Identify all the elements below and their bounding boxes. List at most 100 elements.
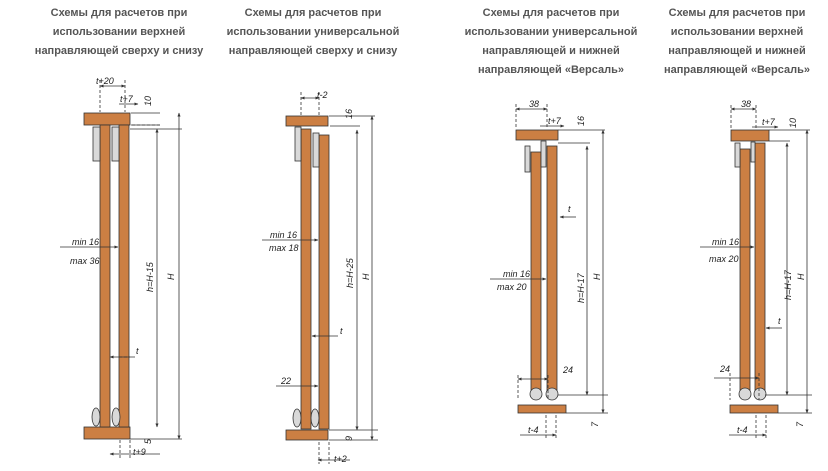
scheme-2-labels: t-2 16 min 16 max 18 h=H-25 H t 22 9 t+2: [269, 90, 371, 464]
dim-label-total-height: H: [796, 273, 806, 280]
dim-label-bottom-offset: t+9: [133, 447, 146, 457]
top-roller: [734, 142, 741, 168]
bottom-wheel: [292, 408, 302, 428]
bottom-wheel: [91, 407, 101, 427]
title-line: Схемы для расчетов при: [668, 7, 806, 19]
top-rail: [730, 129, 770, 142]
bottom-rail: [83, 426, 131, 440]
title-line: Схемы для расчетов при: [244, 7, 382, 19]
door-panel-front: [546, 145, 558, 396]
dim-label-inner-offset: t+7: [120, 94, 134, 104]
bottom-rail: [729, 404, 779, 414]
dim-label-thickness: t: [340, 326, 343, 336]
dim-label-total-height: H: [166, 273, 176, 280]
dim-label-top-offset: t-2: [317, 90, 328, 100]
top-roller: [312, 132, 320, 168]
title-line: использовании верхней: [52, 26, 186, 38]
dim-label-bottom-offset: t-4: [528, 425, 539, 435]
top-rail: [83, 112, 131, 126]
scheme-2-diagram: [262, 92, 378, 464]
dim-label-max: max 36: [70, 256, 100, 266]
door-panel-front: [118, 124, 130, 428]
scheme-4-title: Схемы для расчетов при использовании вер…: [637, 4, 828, 80]
dim-label-min: min 16: [270, 230, 297, 240]
dim-label-max: max 20: [709, 254, 739, 264]
title-line: направляющей сверху и снизу: [34, 45, 204, 57]
top-roller: [524, 145, 531, 173]
title-line: направляющей «Версаль»: [663, 64, 810, 76]
bottom-rail: [517, 404, 567, 414]
title-line: использовании универсальной: [226, 26, 400, 38]
dim-label-panel-height: h=H-17: [576, 272, 586, 303]
dim-label-total-height: H: [592, 273, 602, 280]
scheme-4-diagram: [700, 105, 812, 440]
dim-label-top-width: 38: [529, 99, 539, 109]
top-roller: [111, 126, 120, 162]
dim-label-thickness: t: [778, 316, 781, 326]
dim-label-min: min 16: [72, 237, 99, 247]
bottom-wheel: [529, 387, 543, 401]
dim-label-top-gap: 16: [344, 109, 354, 119]
scheme-3-title: Схемы для расчетов при использовании уни…: [451, 4, 651, 80]
dim-label-max: max 18: [269, 243, 299, 253]
dim-label-bottom-gap: 9: [344, 436, 354, 441]
dim-label-max: max 20: [497, 282, 527, 292]
dim-label-panel-height: h=H-25: [345, 257, 355, 288]
door-panel-front: [318, 134, 330, 430]
dim-label-total-height: H: [361, 273, 371, 280]
dim-label-bottom-width: 24: [719, 364, 730, 374]
dim-label-bottom-gap: 5: [143, 438, 153, 444]
top-roller: [540, 140, 547, 168]
bottom-wheel: [545, 387, 559, 401]
title-line: направляющей «Версаль»: [477, 64, 624, 76]
scheme-1-title: Схемы для расчетов при использовании вер…: [19, 4, 219, 61]
bottom-rail: [285, 429, 329, 441]
door-panel-back: [530, 151, 542, 396]
bottom-wheel: [753, 387, 767, 401]
bottom-wheel: [738, 387, 752, 401]
title-line: направляющей и нижней: [482, 45, 620, 57]
scheme-3-labels: 38 t+7 16 t min 16 max 20 h=H-17 H 24 7 …: [497, 99, 602, 435]
bottom-wheel: [111, 407, 121, 427]
dim-label-bottom-offset: t+2: [334, 454, 347, 464]
dim-label-bottom-width: 24: [562, 365, 573, 375]
dim-label-thickness: t: [568, 204, 571, 214]
title-line: направляющей сверху и снизу: [228, 45, 398, 57]
dim-label-top-offset: t+20: [96, 76, 114, 86]
top-roller: [294, 126, 302, 162]
door-panel-back: [739, 148, 751, 396]
top-roller: [92, 126, 101, 162]
dim-label-panel-height: h=H-17: [783, 269, 793, 300]
scheme-3-diagram: [490, 104, 608, 440]
dim-label-bottom-offset: t-4: [737, 425, 748, 435]
dim-label-min: min 16: [503, 269, 530, 279]
dim-label-top-width: 38: [741, 99, 751, 109]
bottom-wheel: [310, 408, 320, 428]
scheme-1-labels: t+20 t+7 10 min 16 max 36 h=H-15 H t 5 t…: [70, 76, 176, 457]
top-rail: [285, 115, 329, 127]
title-line: использовании верхней: [670, 26, 804, 38]
title-line: Схемы для расчетов при: [50, 7, 188, 19]
door-panel-back: [300, 128, 312, 430]
dim-label-bottom-gap: 7: [590, 421, 600, 427]
dim-label-bottom-width: 22: [280, 376, 291, 386]
dim-label-top-gap: 16: [576, 116, 586, 126]
title-line: Схемы для расчетов при: [482, 7, 620, 19]
title-line: использовании универсальной: [464, 26, 638, 38]
dim-label-top-gap: 10: [143, 96, 153, 106]
dim-label-bottom-gap: 7: [795, 421, 805, 427]
dim-label-thickness: t: [136, 346, 139, 356]
scheme-2-title: Схемы для расчетов при использовании уни…: [213, 4, 413, 61]
scheme-4-labels: 38 t+7 10 min 16 max 20 h=H-17 H t 24 7 …: [709, 99, 806, 435]
dim-label-inner-offset: t+7: [762, 117, 776, 127]
scheme-1-diagram: [60, 80, 182, 460]
title-line: направляющей и нижней: [668, 45, 806, 57]
door-panel-front: [754, 142, 766, 396]
top-roller: [750, 141, 756, 163]
top-rail: [515, 129, 559, 141]
dim-label-panel-height: h=H-15: [145, 261, 155, 292]
dim-label-top-gap: 10: [788, 118, 798, 128]
dim-label-min: min 16: [712, 237, 739, 247]
